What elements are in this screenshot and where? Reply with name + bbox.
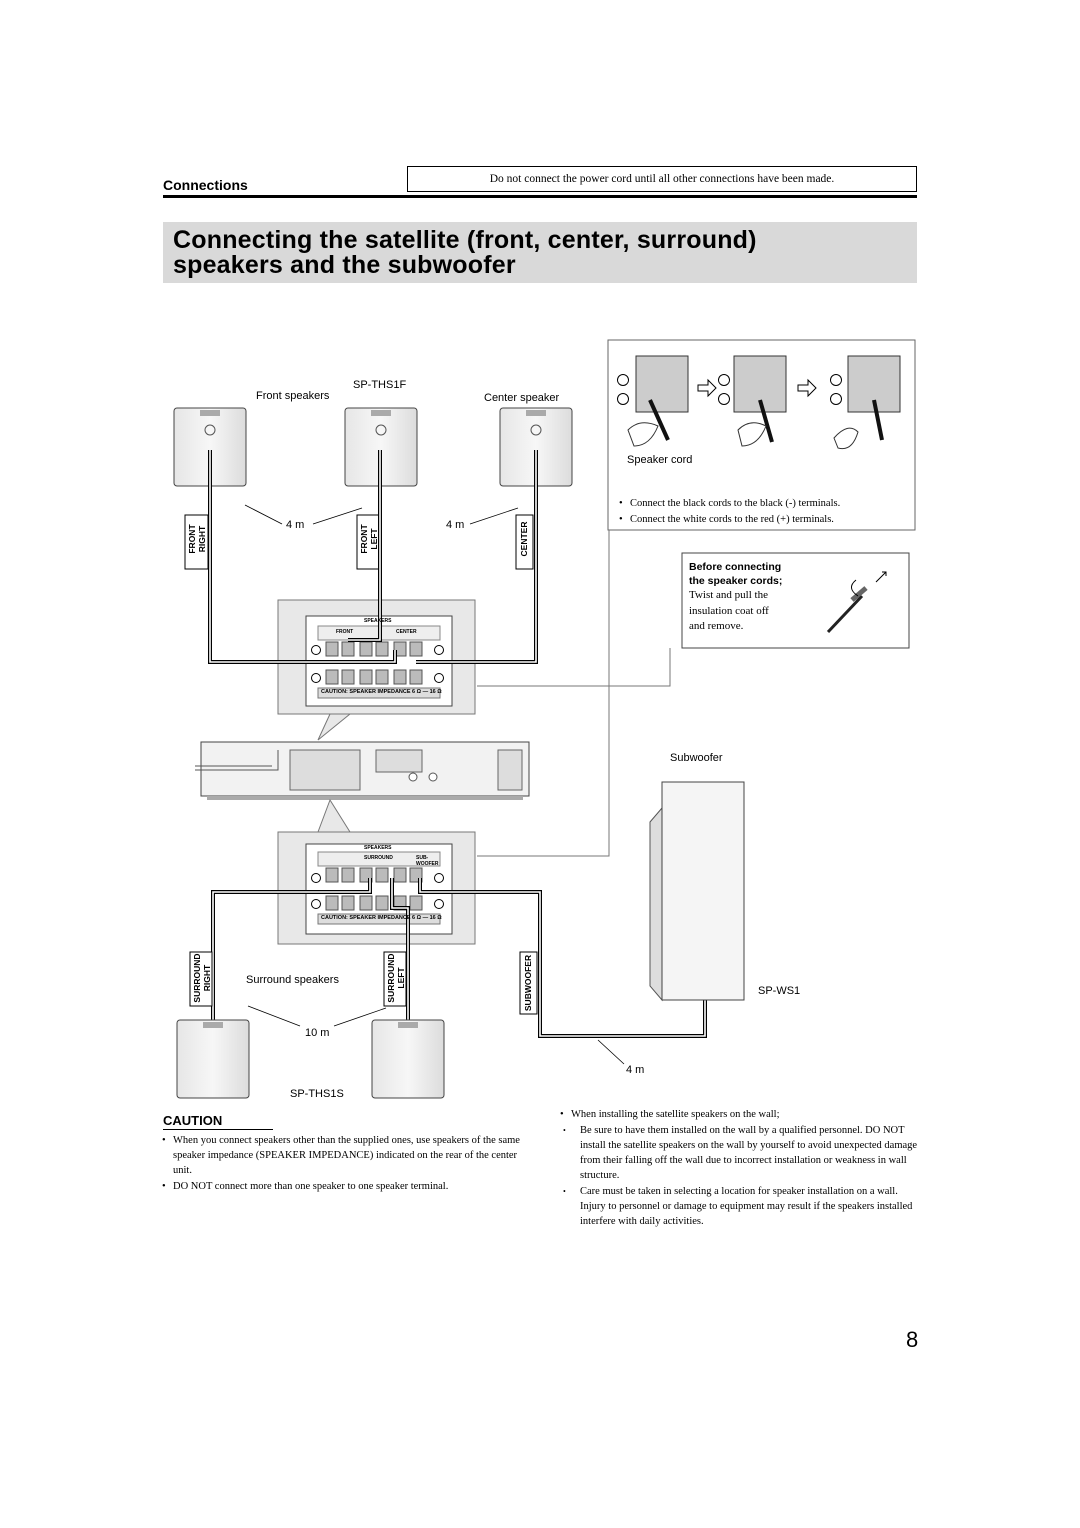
panel-bottom-group-subwoofer: SUB-WOOFER xyxy=(416,855,439,867)
tag-front-right: FRONT RIGHT xyxy=(187,524,207,554)
panel-top-group-front: FRONT xyxy=(336,629,354,635)
surround-model-label: SP-THS1S xyxy=(290,1088,344,1100)
caution-title: CAUTION xyxy=(163,1113,223,1128)
wall-note-item: Be sure to have them installed on the wa… xyxy=(558,1123,923,1183)
notice-box: Do not connect the power cord until all … xyxy=(407,166,917,192)
speaker-cord-label: Speaker cord xyxy=(627,454,693,466)
tag-center: CENTER xyxy=(519,521,529,557)
before-connecting-note: Before connecting the speaker cords; Twi… xyxy=(689,560,819,635)
surround-left-speaker xyxy=(371,1019,445,1099)
section-label: Connections xyxy=(163,177,248,193)
before-connecting-line-3: and remove. xyxy=(689,620,744,632)
panel-top-title: SPEAKERS xyxy=(364,618,392,624)
page-title-line-1: Connecting the satellite (front, center,… xyxy=(173,226,757,254)
tag-subwoofer: SUBWOOFER xyxy=(523,954,533,1012)
before-connecting-heading-1: Before connecting xyxy=(689,561,782,573)
header-rule xyxy=(163,195,917,198)
subwoofer-model-label: SP-WS1 xyxy=(758,985,801,997)
front-speakers-label: Front speakers xyxy=(256,390,330,402)
wall-notes-intro: When installing the satellite speakers o… xyxy=(558,1107,923,1122)
cord-instruction-black: Connect the black cords to the black (-)… xyxy=(617,496,912,511)
subwoofer-label: Subwoofer xyxy=(670,752,723,764)
wall-note-item: Care must be taken in selecting a locati… xyxy=(558,1184,923,1229)
cord-instructions: Connect the black cords to the black (-)… xyxy=(617,496,912,528)
before-connecting-line-2: insulation coat off xyxy=(689,604,769,617)
subwoofer-cord-length: 4 m xyxy=(626,1064,645,1076)
tag-front-left: FRONT LEFT xyxy=(359,524,379,554)
before-connecting-line-1: Twist and pull the xyxy=(689,589,768,601)
caution-rule xyxy=(163,1129,273,1130)
page-number: 8 xyxy=(906,1327,919,1352)
page-title-line-2: speakers and the subwoofer xyxy=(173,251,516,279)
center-speaker-label: Center speaker xyxy=(484,392,560,404)
tag-surround-right: SURROUND RIGHT xyxy=(192,953,212,1003)
cord-instruction-white: Connect the white cords to the red (+) t… xyxy=(617,512,912,527)
center-cord-length: 4 m xyxy=(446,519,465,531)
surround-right-speaker xyxy=(176,1019,250,1099)
surround-cord-length: 10 m xyxy=(305,1027,330,1039)
surround-speakers-label: Surround speakers xyxy=(246,974,339,986)
front-cord-length: 4 m xyxy=(286,519,305,531)
panel-top-group-center: CENTER xyxy=(396,629,417,635)
panel-bottom-group-surround: SURROUND xyxy=(364,855,393,861)
panel-top-caution: CAUTION: SPEAKER IMPEDANCE 6 Ω — 16 Ω xyxy=(321,689,442,695)
tag-surround-left: SURROUND LEFT xyxy=(386,953,406,1003)
subwoofer-cabinet xyxy=(649,781,745,1002)
caution-list: When you connect speakers other than the… xyxy=(160,1133,520,1195)
caution-item: When you connect speakers other than the… xyxy=(160,1133,520,1178)
wall-installation-notes: When installing the satellite speakers o… xyxy=(558,1107,923,1230)
front-model-label: SP-THS1F xyxy=(353,379,407,391)
panel-bottom-caution: CAUTION: SPEAKER IMPEDANCE 6 Ω — 16 Ω xyxy=(321,915,442,921)
page-title: Connecting the satellite (front, center,… xyxy=(173,228,757,278)
panel-bottom-title: SPEAKERS xyxy=(364,845,392,851)
title-band: Connecting the satellite (front, center,… xyxy=(163,222,917,283)
caution-item: DO NOT connect more than one speaker to … xyxy=(160,1179,520,1194)
before-connecting-heading-2: the speaker cords; xyxy=(689,575,783,587)
